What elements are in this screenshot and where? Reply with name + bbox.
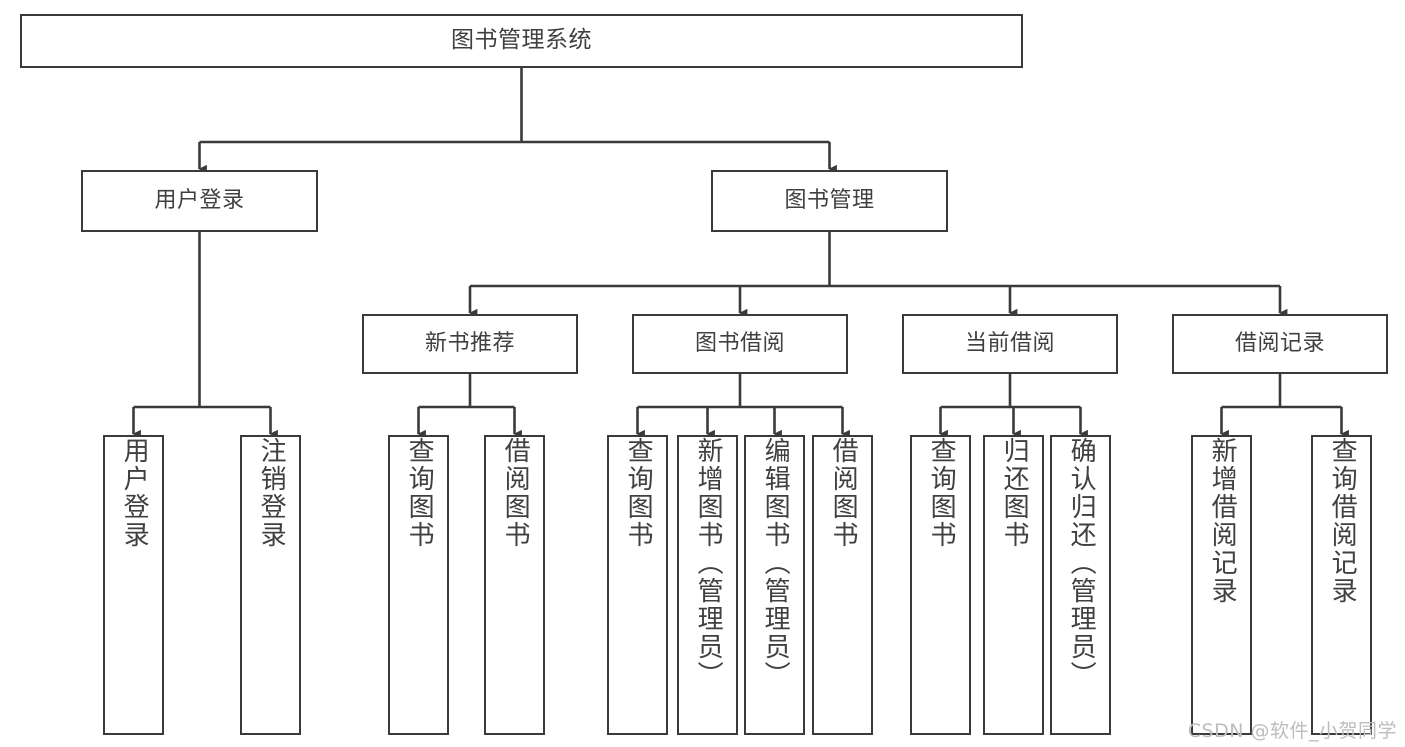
node-leaf-return-book[interactable]: 归还图书 xyxy=(983,435,1044,735)
node-label: 注销登录 xyxy=(256,437,287,549)
node-leaf-add-book[interactable]: 新增图书（管理员） xyxy=(677,435,738,735)
node-leaf-borrow-book-2[interactable]: 借阅图书 xyxy=(812,435,873,735)
node-label: 借阅图书 xyxy=(500,437,531,549)
node-user-login[interactable]: 用户登录 xyxy=(81,170,318,232)
node-leaf-user-logout[interactable]: 注销登录 xyxy=(240,435,301,735)
node-label: 查询图书 xyxy=(926,437,957,549)
node-label: 借阅记录 xyxy=(1234,331,1325,357)
node-leaf-edit-book[interactable]: 编辑图书（管理员） xyxy=(744,435,805,735)
node-label: 用户登录 xyxy=(154,188,245,214)
node-root[interactable]: 图书管理系统 xyxy=(20,14,1023,68)
node-new-book-rec[interactable]: 新书推荐 xyxy=(362,314,578,374)
node-label: 新书推荐 xyxy=(424,331,515,357)
node-leaf-user-login[interactable]: 用户登录 xyxy=(103,435,164,735)
node-leaf-query-book-2[interactable]: 查询图书 xyxy=(607,435,668,735)
node-label: 图书管理 xyxy=(784,188,875,214)
node-book-borrow[interactable]: 图书借阅 xyxy=(632,314,848,374)
node-label: 图书管理系统 xyxy=(451,27,592,54)
node-label: 查询图书 xyxy=(623,437,654,549)
node-label: 用户登录 xyxy=(119,437,150,549)
node-label: 图书借阅 xyxy=(694,331,785,357)
node-book-manage[interactable]: 图书管理 xyxy=(711,170,948,232)
node-label: 当前借阅 xyxy=(964,331,1055,357)
node-label: 查询借阅记录 xyxy=(1327,437,1358,605)
node-label: 归还图书 xyxy=(999,437,1030,549)
node-borrow-record[interactable]: 借阅记录 xyxy=(1172,314,1388,374)
node-label: 编辑图书（管理员） xyxy=(760,437,791,689)
node-label: 新增图书（管理员） xyxy=(693,437,724,689)
node-label: 确认归还（管理员） xyxy=(1066,437,1097,689)
node-label: 借阅图书 xyxy=(828,437,859,549)
node-leaf-borrow-book-1[interactable]: 借阅图书 xyxy=(484,435,545,735)
node-leaf-query-book-3[interactable]: 查询图书 xyxy=(910,435,971,735)
node-leaf-add-record[interactable]: 新增借阅记录 xyxy=(1191,435,1252,735)
node-leaf-confirm-ret[interactable]: 确认归还（管理员） xyxy=(1050,435,1111,735)
node-current-borrow[interactable]: 当前借阅 xyxy=(902,314,1118,374)
node-leaf-query-book-1[interactable]: 查询图书 xyxy=(388,435,449,735)
node-label: 查询图书 xyxy=(404,437,435,549)
node-label: 新增借阅记录 xyxy=(1207,437,1238,605)
node-leaf-query-record[interactable]: 查询借阅记录 xyxy=(1311,435,1372,735)
csdn-watermark: CSDN @软件_小贺同学 xyxy=(1187,720,1397,742)
